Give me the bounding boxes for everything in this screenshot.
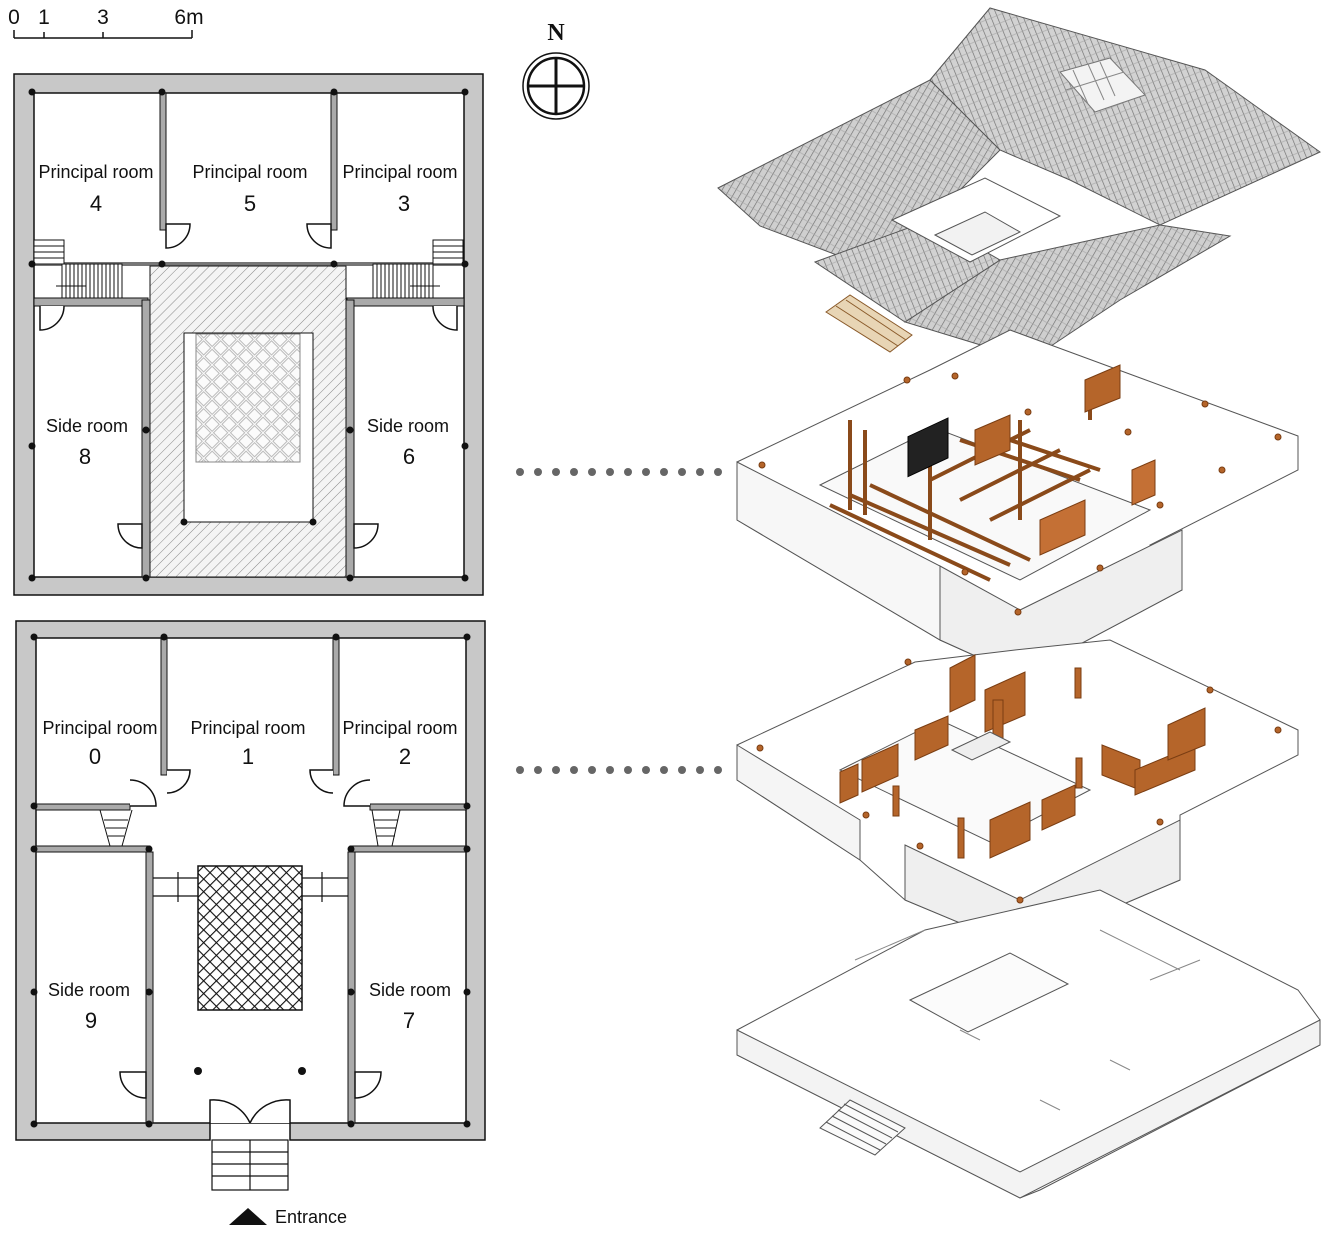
room-label-9: Side room — [48, 980, 130, 1000]
room-number-2: 2 — [399, 744, 411, 769]
north-label: N — [547, 20, 565, 46]
room-label-6: Side room — [367, 416, 449, 436]
room-number-1: 1 — [242, 744, 254, 769]
scale-tick-1: 1 — [38, 6, 50, 29]
room-label-0: Principal room — [42, 718, 157, 738]
entrance-arrow-icon — [229, 1208, 267, 1225]
leader-ground — [516, 766, 722, 774]
leader-upper — [516, 468, 722, 476]
room-label-7: Side room — [369, 980, 451, 1000]
room-number-8: 8 — [79, 444, 91, 469]
room-label-4: Principal room — [38, 162, 153, 182]
scale-bar: 0 1 3 6m — [8, 6, 204, 39]
room-number-4: 4 — [90, 191, 102, 216]
room-label-1: Principal room — [190, 718, 305, 738]
north-arrow-icon: N — [522, 20, 590, 120]
room-label-8: Side room — [46, 416, 128, 436]
axonometric-roof — [717, 7, 1321, 361]
axonometric-upper-floor — [736, 329, 1299, 677]
entrance-label: Entrance — [275, 1207, 347, 1227]
scale-tick-3: 3 — [97, 6, 109, 29]
room-number-6: 6 — [403, 444, 415, 469]
room-number-9: 9 — [85, 1008, 97, 1033]
upper-floor-plan: Principal room 4 Principal room 5 Princi… — [13, 73, 484, 596]
room-number-7: 7 — [403, 1008, 415, 1033]
scale-tick-0: 0 — [8, 6, 20, 29]
ground-floor-plan: Principal room 0 Principal room 1 Princi… — [15, 620, 486, 1227]
room-number-5: 5 — [244, 191, 256, 216]
room-number-0: 0 — [89, 744, 101, 769]
scale-tick-6m: 6m — [174, 6, 203, 29]
axonometric-foundation — [736, 889, 1321, 1199]
room-label-2: Principal room — [342, 718, 457, 738]
room-label-5: Principal room — [192, 162, 307, 182]
room-label-3: Principal room — [342, 162, 457, 182]
axonometric-ground-floor — [736, 639, 1299, 949]
room-number-3: 3 — [398, 191, 410, 216]
